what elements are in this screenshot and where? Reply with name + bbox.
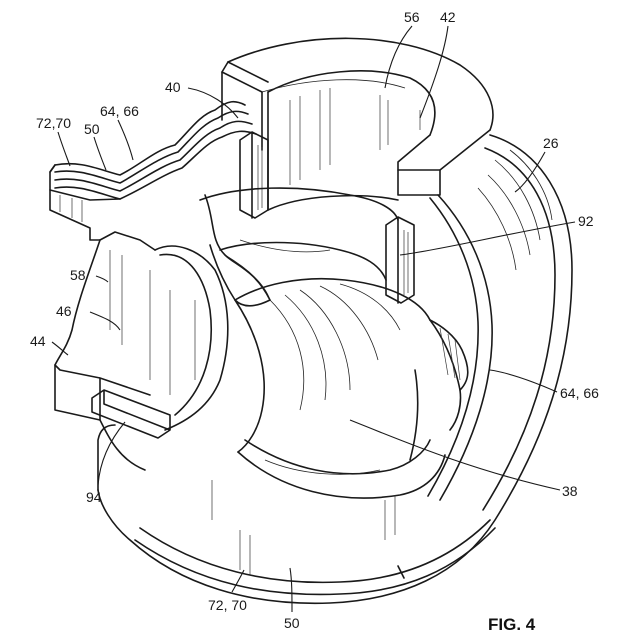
- label-72-70-bottom: 72, 70: [208, 597, 247, 613]
- outer-surface-contours: [478, 150, 552, 270]
- leader-64-66-right: [490, 370, 557, 392]
- label-42: 42: [440, 9, 456, 25]
- cavity-upper-rim: [200, 188, 398, 220]
- leader-50-top: [94, 137, 106, 170]
- key-tabs: [240, 132, 414, 303]
- label-92: 92: [578, 213, 594, 229]
- outer-shell: [98, 135, 572, 603]
- leader-46: [90, 312, 120, 330]
- top-wall-inner-arc-2: [262, 80, 405, 92]
- label-40: 40: [165, 79, 181, 95]
- cavity-wall-right: [430, 320, 461, 430]
- top-wall-inner-arc: [268, 71, 435, 135]
- figure-label: FIG. 4: [488, 615, 536, 634]
- top-wall-face: [222, 62, 268, 92]
- label-50-bottom: 50: [284, 615, 300, 631]
- leader-38: [350, 420, 560, 490]
- leader-50-bottom: [290, 568, 292, 612]
- flange-front-top: [50, 165, 120, 200]
- wavy-flange: [50, 102, 256, 250]
- leader-72-70-top: [58, 132, 70, 166]
- label-64-66-right: 64, 66: [560, 385, 599, 401]
- side-bore-inner: [160, 254, 211, 415]
- label-38: 38: [562, 483, 578, 499]
- key-slot: [92, 390, 170, 438]
- shell-outer-outline-inner: [483, 148, 555, 510]
- reference-labels: 56 42 40 26 72,70 64, 66 50 92 58 46 44 …: [30, 9, 599, 631]
- cavity-inner-ring-2: [220, 243, 386, 281]
- leader-64-66-top: [118, 120, 133, 160]
- side-bore-bottom: [55, 365, 150, 420]
- cavity-inner-ring: [235, 279, 430, 320]
- leader-58: [96, 276, 108, 282]
- side-bore-rim: [155, 246, 228, 430]
- cavity-sweep-left: [235, 300, 264, 452]
- lower-wall-hatching: [212, 480, 395, 575]
- leader-56: [385, 26, 412, 88]
- leader-44: [52, 342, 68, 355]
- label-64-66-top: 64, 66: [100, 103, 139, 119]
- label-94: 94: [86, 489, 102, 505]
- label-46: 46: [56, 303, 72, 319]
- label-58: 58: [70, 267, 86, 283]
- label-26: 26: [543, 135, 559, 151]
- interior-cavity: [200, 188, 468, 575]
- shell-lower-band-2: [135, 528, 495, 594]
- leader-40: [188, 88, 238, 118]
- leader-92: [400, 222, 575, 255]
- label-56: 56: [404, 9, 420, 25]
- key-tab-upper: [240, 132, 268, 218]
- top-wall: [222, 38, 493, 210]
- shell-outer-outline: [98, 135, 572, 603]
- label-50-top: 50: [84, 121, 100, 137]
- flange-hatching: [60, 195, 82, 222]
- cavity-floor-inner: [245, 440, 430, 474]
- label-72-70-top: 72,70: [36, 115, 71, 131]
- label-44: 44: [30, 333, 46, 349]
- shell-lower-band: [140, 520, 490, 582]
- flange-wave-1: [55, 102, 245, 175]
- side-bore-hatching: [110, 250, 195, 395]
- top-wall-right-end: [398, 130, 490, 170]
- top-wall-right-face: [398, 170, 440, 195]
- shell-left-wall: [98, 425, 115, 490]
